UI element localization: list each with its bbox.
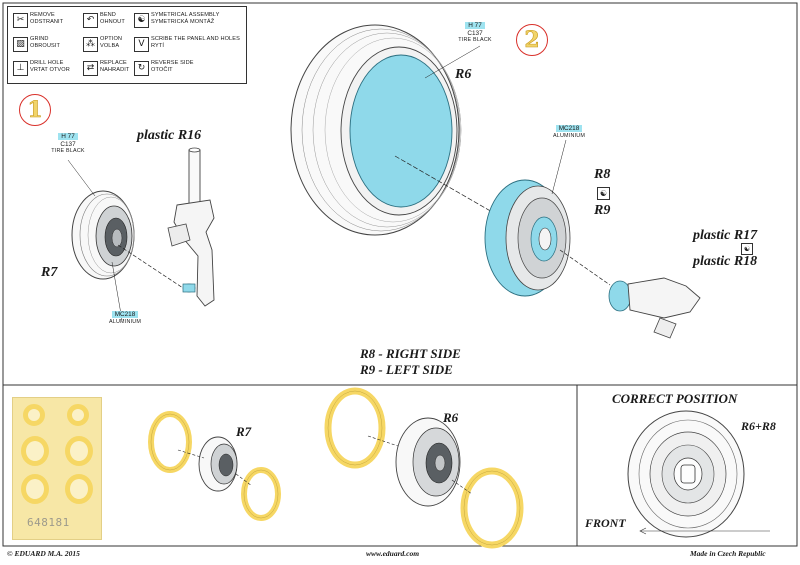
paint-description: TIRE BLACK [458,37,492,43]
wheel-r7 [71,190,135,280]
grind-icon: ▨ [13,37,28,52]
option-icon: ⁂ [83,37,98,52]
label-r6-mask: R6 [443,410,459,425]
legend-grind-label: GRIND [30,36,49,42]
footer-origin: Made in Czech Republic [690,549,766,558]
legend-remove-label-cz: ODSTRANIT [30,19,64,25]
label-r6-r8: R6+R8 [741,419,776,433]
mask-ring-r7-front [148,411,192,473]
front-label: FRONT [585,516,626,530]
symmetrical-assembly-icon: ☯ [134,13,149,28]
mask-ring-large [65,436,93,466]
legend-bend-label: BEND [100,12,116,18]
label-plastic-r16: plastic R16 [137,128,202,143]
legend-grind-label-cz: OBROUSIT [30,43,61,49]
label-r7: R7 [41,265,58,280]
replace-icon: ⇄ [83,61,98,76]
step-number-2: 2 [516,24,548,56]
legend-symmetrical-label: SYMETRICAL ASSEMBLY [151,12,220,18]
label-plastic-r18: plastic R18 [693,254,758,269]
label-r9: R9 [594,203,611,218]
side-note-right: R8 - RIGHT SIDE [360,346,461,361]
mask-ring-small [23,404,45,426]
paint-callout-alu-r7: MC218 ALUMINIUM [100,311,150,326]
wheel-r6 [290,24,462,236]
scribe-icon: V [134,37,149,52]
paint-description: ALUMINIUM [552,133,586,139]
legend-replace-label-cz: NAHRADIT [100,67,130,73]
correct-position-wheel [627,410,745,538]
wheel-r6-lower [395,417,461,507]
label-plastic-r17: plastic R17 [693,228,758,243]
step-number-1: 1 [19,94,51,126]
legend-drill-label: DRILL HOLE [30,60,64,66]
paint-callout-tire-r6: H 77 C137 TIRE BLACK [450,22,500,44]
paint-callout-alu-hub: MC218 ALUMINIUM [544,125,594,140]
page-frame [2,2,798,547]
mask-sheet-code: 648181 [27,516,70,529]
side-note-left: R9 - LEFT SIDE [360,362,453,377]
label-r8: R8 [594,167,611,182]
mask-ring-large [21,474,49,504]
paint-callout-tire-r7: H 77 C137 TIRE BLACK [44,133,92,155]
mask-ring-large [65,474,93,504]
footer-website[interactable]: www.eduard.com [366,549,420,558]
remove-icon: ✂ [13,13,28,28]
correct-position-title: CORRECT POSITION [612,391,738,406]
assembly-line-hub [559,249,611,286]
paint-code-humbrol: H 77 [465,22,485,29]
legend-drill-label-cz: VRTAT OTVOR [30,67,70,73]
legend-remove-label: REMOVE [30,12,55,18]
paint-code-mr-color: C137 [467,30,483,37]
mask-ring-small [67,404,89,426]
strut-r16 [167,147,215,307]
paint-description: TIRE BLACK [51,148,85,154]
mask-ring-r6-front [324,387,386,469]
legend-replace-label: REPLACE [100,60,127,66]
legend-scribe-label-cz: RYTÍ [151,43,165,49]
reverse-side-icon: ↻ [134,61,149,76]
legend-reverse-label: REVERSE SIDE [151,60,194,66]
paint-code-metal-color: MC218 [111,311,139,318]
legend-option-label: OPTION [100,36,123,42]
legend-scribe-label: SCRIBE THE PANEL AND HOLES [151,36,240,42]
legend-reverse-label-cz: OTOČIT [151,67,173,73]
wheel-r7-lower [198,436,238,492]
paint-code-humbrol: H 77 [58,133,78,140]
label-r6: R6 [455,67,472,82]
label-r7-mask: R7 [236,424,252,439]
legend-bend-label-cz: OHNOUT [100,19,125,25]
drill-hole-icon: ⊥ [13,61,28,76]
paint-description: ALUMINIUM [108,319,142,325]
legend-option-label-cz: VOLBA [100,43,120,49]
mask-ring-r6-back [460,467,524,549]
hub-r8-r9 [484,179,571,297]
footer-copyright: © EDUARD M.A. 2015 [7,549,80,558]
paint-code-mr-color: C137 [60,141,76,148]
part-r17-r18 [608,277,701,339]
mask-ring-large [21,436,49,466]
bend-icon: ↶ [83,13,98,28]
paint-code-metal-color: MC218 [555,125,583,132]
symmetrical-assembly-icon: ☯ [741,243,753,255]
assembly-line-r7 [117,244,184,289]
mask-ring-r7-back [241,467,281,521]
mask-sheet: 648181 [12,397,102,540]
legend-symmetrical-label-cz: SYMETRICKÁ MONTÁŽ [151,19,215,25]
symmetrical-assembly-icon: ☯ [597,187,610,200]
